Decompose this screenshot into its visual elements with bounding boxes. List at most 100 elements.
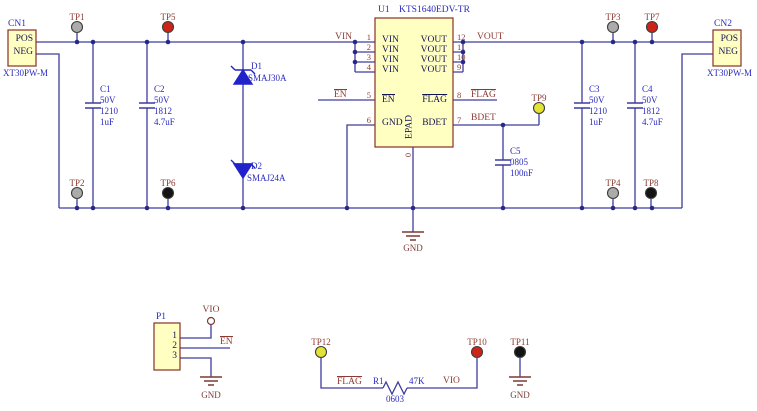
testpoint-tp7[interactable]	[645, 20, 659, 34]
tp8-label: TP8	[643, 178, 659, 188]
r1-ref: R1	[373, 376, 384, 386]
gnd-symbol-p1	[200, 376, 222, 386]
c4-package: 1812	[642, 106, 660, 116]
testpoint-tp1[interactable]	[70, 20, 84, 34]
tp12-label: TP12	[311, 337, 331, 347]
cn1-part: XT30PW-M	[3, 68, 48, 78]
net-label-en-text: EN	[334, 89, 347, 100]
c3-voltage: 50V	[589, 95, 605, 105]
capacitor-c5[interactable]	[495, 159, 511, 166]
u1-part: KTS1640EDV-TR	[399, 5, 470, 15]
tp10-label: TP10	[467, 337, 487, 347]
net-label-flag: FLAG	[471, 89, 496, 101]
u1-pin10-name: VOUT	[420, 55, 447, 65]
u1-epad-pin-num: 0	[402, 152, 413, 158]
junction-dots	[74, 39, 655, 211]
u1-epad-label: EPAD	[404, 115, 415, 139]
d1-part: SMAJ30A	[248, 73, 287, 83]
d1-ref: D1	[251, 61, 262, 71]
connector-cn1-body[interactable]	[7, 29, 37, 67]
gnd-label-epad: GND	[403, 243, 423, 253]
net-label-vin: VIN	[335, 32, 352, 42]
vio-pad[interactable]	[206, 316, 216, 326]
cn1-pin-neg: NEG	[13, 47, 33, 57]
cn2-part: XT30PW-M	[707, 68, 752, 78]
u1-pin1-name: VIN	[382, 35, 399, 45]
net-label-flag-r1-text: FLAG	[337, 376, 362, 387]
c1-ref: C1	[100, 84, 111, 94]
u1-pin11-num: 11	[457, 42, 466, 52]
gnd-symbol-epad	[402, 231, 424, 241]
testpoint-tp4[interactable]	[606, 186, 620, 200]
tp2-label: TP2	[69, 178, 85, 188]
testpoint-tp11[interactable]	[513, 345, 527, 359]
tp11-label: TP11	[510, 337, 530, 347]
tvs-diode-d1[interactable]	[230, 65, 256, 85]
testpoint-tp3[interactable]	[606, 20, 620, 34]
testpoint-tp5[interactable]	[161, 20, 175, 34]
r1-value: 47K	[409, 376, 425, 386]
cn1-pin-pos: POS	[15, 34, 33, 44]
resistor-r1[interactable]	[382, 380, 408, 396]
u1-pin9-name: VOUT	[420, 65, 447, 75]
tvs-diode-d2[interactable]	[230, 159, 256, 180]
net-label-en: EN	[334, 89, 347, 101]
u1-ref: U1	[378, 5, 390, 15]
cn2-pin-pos: POS	[720, 34, 738, 44]
testpoint-tp6[interactable]	[161, 186, 175, 200]
c4-voltage: 50V	[642, 95, 658, 105]
testpoint-tp12[interactable]	[314, 345, 328, 359]
testpoint-tp2[interactable]	[70, 186, 84, 200]
u1-pin2-num: 2	[366, 42, 371, 52]
capacitor-c3[interactable]	[574, 102, 590, 109]
gnd-label-tp11: GND	[510, 390, 530, 400]
u1-pin5-name: EN	[382, 94, 395, 106]
d2-ref: D2	[251, 161, 262, 171]
net-label-flag-r1: FLAG	[337, 376, 362, 388]
c2-ref: C2	[154, 84, 165, 94]
c1-package: 1210	[100, 106, 118, 116]
u1-pin7-name: BDET	[422, 118, 447, 128]
c2-value: 4.7uF	[154, 117, 175, 127]
u1-pin3-name: VIN	[382, 55, 399, 65]
connector-cn2-body[interactable]	[712, 29, 742, 67]
u1-pin3-num: 3	[366, 52, 371, 62]
u1-pin8-name: FLAG	[422, 94, 447, 106]
c1-value: 1uF	[100, 117, 115, 127]
u1-pin6-num: 6	[366, 115, 371, 125]
c5-ref: C5	[510, 146, 521, 156]
net-label-en-p1-text: EN	[220, 336, 233, 347]
u1-pin8-num: 8	[457, 90, 462, 100]
u1-pin6-name: GND	[382, 118, 403, 128]
testpoint-tp8[interactable]	[644, 186, 658, 200]
c4-value: 4.7uF	[642, 117, 663, 127]
u1-pin12-name: VOUT	[420, 35, 447, 45]
capacitor-c4[interactable]	[627, 102, 643, 109]
ic-u1-body[interactable]	[374, 17, 454, 148]
p1-ref: P1	[156, 312, 167, 322]
tp7-label: TP7	[644, 12, 660, 22]
net-label-vio-p1: VIO	[202, 305, 220, 315]
gnd-symbol-tp11	[509, 376, 531, 386]
u1-pin8-name-text: FLAG	[422, 94, 447, 105]
p1-pin1-num: 1	[172, 331, 177, 341]
header-p1-body[interactable]	[153, 322, 181, 371]
u1-pin12-num: 12	[457, 32, 466, 42]
net-label-en-p1: EN	[220, 336, 233, 348]
net-label-vout: VOUT	[477, 32, 504, 42]
c5-package: 0805	[510, 157, 528, 167]
tp6-label: TP6	[160, 178, 176, 188]
tp4-label: TP4	[605, 178, 621, 188]
u1-pin11-name: VOUT	[420, 45, 447, 55]
capacitor-c2[interactable]	[139, 102, 155, 109]
net-label-flag-text: FLAG	[471, 89, 496, 100]
net-label-vio-r1: VIO	[443, 376, 460, 386]
d2-part: SMAJ24A	[247, 173, 286, 183]
u1-pin5-num: 5	[366, 90, 371, 100]
testpoint-tp9[interactable]	[532, 101, 546, 115]
testpoint-tp10[interactable]	[470, 345, 484, 359]
capacitor-c1[interactable]	[85, 102, 101, 109]
p1-pin2-num: 2	[172, 341, 177, 351]
gnd-label-p1: GND	[201, 390, 221, 400]
